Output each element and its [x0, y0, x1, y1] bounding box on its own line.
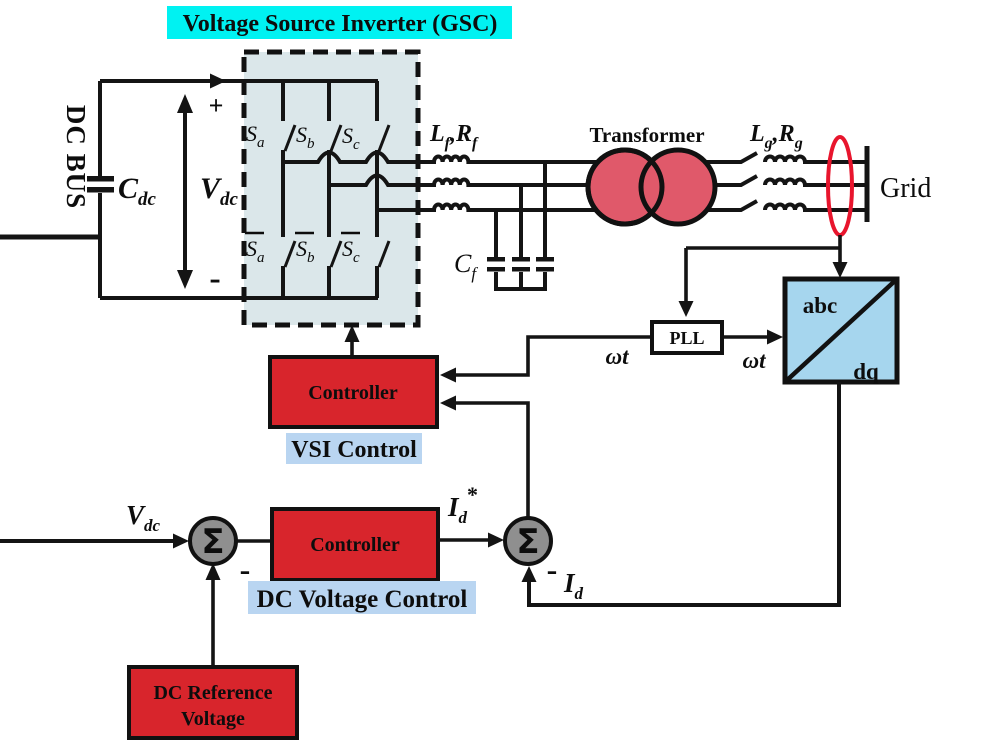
- cf-plate: [512, 257, 530, 262]
- vsi-control-group: [268, 325, 439, 464]
- dc-voltage-control-caption: DC Voltage Control: [257, 586, 468, 613]
- lf-rf-label: Lf,Rf: [429, 121, 479, 152]
- vsi-controller-label: Controller: [308, 382, 398, 404]
- diagram-title: Voltage Source Inverter (GSC): [183, 11, 498, 37]
- switch-label-sb: Sb: [296, 122, 315, 152]
- probe-to-pll-abc-wiring: [684, 235, 842, 305]
- switch-blade-sb: [329, 124, 343, 152]
- controller-to-inverter-arrow: [344, 325, 360, 342]
- sum2-left-arrow: [488, 532, 504, 548]
- abc-label: abc: [803, 293, 838, 318]
- dc-bus-label: DC BUS: [61, 105, 91, 209]
- dc-reference-line1: DC Reference: [153, 682, 272, 704]
- dc-reference-line2: Voltage: [181, 708, 245, 730]
- dc-bus-wiring: [0, 73, 378, 300]
- abc-dq-block: [782, 276, 900, 385]
- vsi-controller-box: [268, 355, 439, 429]
- id-feedback-line: [527, 382, 841, 607]
- cf-label: Cf: [454, 249, 478, 283]
- dc-controller-box: [270, 507, 440, 582]
- pll-block: [650, 320, 724, 355]
- sum1-minus-sign: -: [240, 551, 251, 587]
- transformer-label: Transformer: [589, 123, 704, 147]
- sum2-bottom-arrow: [521, 566, 537, 582]
- lg-rg-label: Lg,Rg: [749, 121, 803, 152]
- vsi-control-caption: VSI Control: [291, 437, 417, 463]
- controller-input2-arrow: [440, 395, 456, 411]
- vdc-span-arrow-up: [177, 94, 193, 113]
- vdc-input-label: Vdc: [126, 500, 161, 535]
- cf-plate: [536, 257, 554, 262]
- switch-label-sc-bar: Sc: [342, 236, 360, 266]
- inverter-legs: [281, 81, 391, 298]
- cdc-capacitor-plate-bottom: [87, 187, 114, 193]
- wt-right-label: ωt: [742, 348, 766, 373]
- switch-label-sb-bar: Sb: [296, 236, 315, 266]
- vsi-control-caption-highlight: [286, 433, 422, 464]
- switch-label-sa: Sa: [246, 121, 265, 151]
- controller-input1-arrow: [440, 367, 456, 383]
- cf-plate: [512, 267, 530, 272]
- dc-voltage-control-caption-highlight: [248, 581, 476, 614]
- sum2-minus-sign: -: [547, 551, 558, 587]
- wt-to-controller-line: [453, 335, 652, 377]
- cf-filter-bank: [487, 162, 554, 291]
- sum1-sigma: Σ: [201, 522, 224, 562]
- summing-junction-right: [503, 516, 553, 566]
- sensing-lines: [440, 235, 848, 383]
- phase-lines: [283, 150, 867, 212]
- abc-input-arrow: [832, 262, 848, 278]
- cdc-label: Cdc: [118, 172, 157, 210]
- sum1-left-arrow: [173, 533, 189, 549]
- dc-flow-arrow: [210, 73, 226, 89]
- switch-label-sc: Sc: [342, 123, 360, 153]
- phase-a-line: [283, 150, 867, 164]
- vdc-plus-sign: +: [209, 91, 224, 120]
- title-highlight: [167, 6, 512, 39]
- phase-c-line: [377, 199, 867, 212]
- pll-input-arrow: [678, 301, 694, 317]
- switch-blade-sa: [283, 124, 297, 152]
- abc-dq-diagonal: [783, 277, 899, 384]
- switch-blade-sc-bar: [377, 240, 391, 268]
- switch-blade-sa-bar: [283, 240, 297, 268]
- dc-voltage-control-group: [0, 507, 553, 740]
- cdc-capacitor-plate-top: [87, 176, 114, 182]
- phase-b-line: [329, 173, 867, 187]
- id-feedback-label: Id: [563, 568, 584, 603]
- switch-blade-sc: [377, 124, 391, 152]
- transformer-primary-outline: [585, 147, 665, 227]
- cf-plate: [536, 267, 554, 272]
- id-ref-label: Id*: [447, 482, 478, 527]
- vdc-minus-sign: -: [209, 260, 220, 297]
- summing-junction-left: [188, 516, 238, 566]
- pll-label: PLL: [669, 328, 704, 348]
- pll-to-abc-arrow: [767, 329, 783, 345]
- id-feedback-path: [440, 382, 841, 607]
- switch-label-sa-bar: Sa: [246, 236, 265, 266]
- sum2-sigma: Σ: [516, 522, 539, 562]
- dc-reference-voltage-box: [127, 665, 299, 740]
- dc-controller-label: Controller: [310, 534, 400, 556]
- transformer-symbol: [585, 147, 718, 227]
- wt-left-label: ωt: [605, 344, 629, 369]
- grid-label: Grid: [880, 173, 931, 204]
- vdc-bus-label: Vdc: [200, 172, 239, 210]
- sum1-bottom-arrow: [205, 563, 221, 580]
- dq-label: dq: [853, 359, 879, 384]
- cf-plate: [487, 267, 505, 272]
- sum2-to-controller-line: [453, 401, 530, 518]
- vdc-span-arrow-down: [177, 270, 193, 289]
- cf-plate: [487, 257, 505, 262]
- switch-blade-sb-bar: [329, 240, 343, 268]
